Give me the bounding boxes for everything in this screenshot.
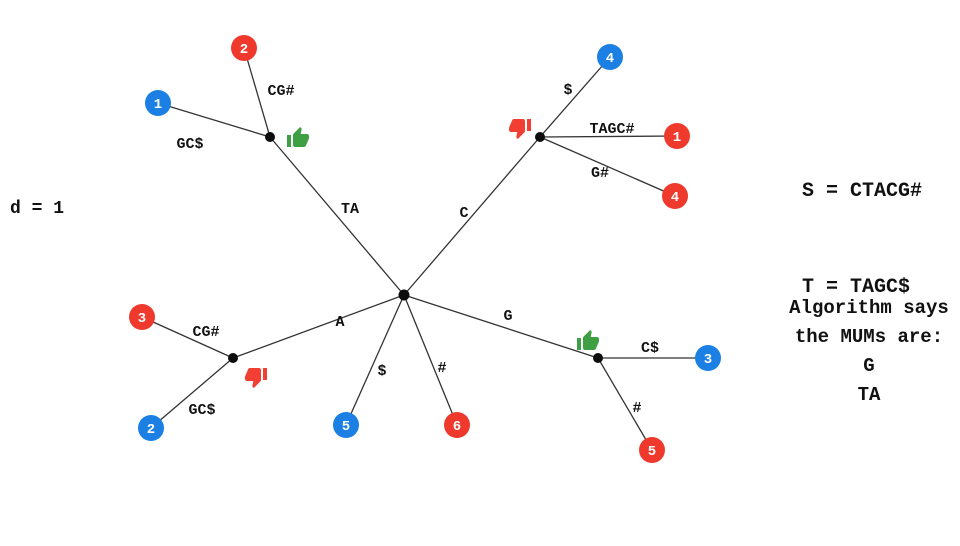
thumbs-up-icon: [287, 127, 309, 147]
edge-label: G: [503, 308, 512, 325]
edge-label: C$: [641, 340, 659, 357]
leaf-node-red-4: [662, 183, 688, 209]
leaf-node-blue-3: [695, 345, 721, 371]
thumbs-down-glyph: [245, 368, 267, 388]
thumbs-down-glyph: [509, 119, 531, 139]
tree-edge: [269, 136, 405, 296]
edge-label: GC$: [176, 136, 203, 153]
edge-label: CG#: [267, 83, 294, 100]
edge-label: C: [459, 205, 468, 222]
edge-label: GC$: [188, 402, 215, 419]
mum-value-2: TA: [857, 384, 881, 406]
tree-edge: [597, 357, 653, 451]
thumbs-down-icon: [245, 368, 267, 388]
edge-label: TA: [341, 201, 359, 218]
tree-edge: [539, 136, 676, 197]
leaf-node-blue-4: [597, 44, 623, 70]
leaf-number: 4: [606, 51, 614, 67]
thumbs-up-glyph: [577, 330, 599, 350]
edge-label: CG#: [192, 324, 219, 341]
distance-parameter-label: d = 1: [10, 199, 65, 219]
tree-edge: [345, 294, 405, 426]
leaf-number: 1: [673, 130, 681, 146]
mum-value-1: G: [863, 355, 875, 377]
mums-are-line: the MUMs are:: [794, 326, 944, 348]
leaf-number: 5: [648, 444, 656, 460]
leaf-number: 2: [147, 422, 155, 438]
internal-node: [593, 353, 603, 363]
leaf-node-red-3: [129, 304, 155, 330]
internal-node: [228, 353, 238, 363]
edge-label: G#: [591, 165, 609, 182]
leaf-number: 3: [138, 311, 146, 327]
leaf-node-blue-5: [333, 412, 359, 438]
leaf-node-red-6: [444, 412, 470, 438]
leaf-number: 5: [342, 419, 350, 435]
tree-edge: [141, 316, 234, 359]
root-node: [398, 289, 410, 301]
leaf-number: 3: [704, 352, 712, 368]
leaf-node-red-5: [639, 437, 665, 463]
algorithm-says-line: Algorithm says: [789, 297, 949, 319]
input-strings-panel: S = CTACG# T = TAGC$: [802, 112, 922, 368]
leaf-number: 1: [154, 97, 162, 113]
leaf-number: 2: [240, 42, 248, 58]
thumbs-up-icon: [577, 330, 599, 350]
tree-edge: [403, 136, 541, 296]
edge-label: A: [335, 314, 344, 331]
thumbs-up-glyph: [287, 127, 309, 147]
leaf-number: 6: [453, 419, 461, 435]
internal-node: [535, 132, 545, 142]
internal-node: [265, 132, 275, 142]
tree-edge: [539, 135, 678, 138]
tree-edge: [539, 56, 611, 138]
leaf-node-red-1: [664, 123, 690, 149]
algorithm-result-panel: Algorithm says the MUMs are: G TA: [766, 294, 960, 410]
tree-edge: [403, 294, 458, 426]
tree-edge: [232, 294, 405, 359]
edge-label: #: [632, 400, 641, 417]
edge-label: TAGC#: [589, 121, 634, 138]
string-s-label: S = CTACG#: [802, 180, 923, 203]
thumbs-down-icon: [509, 119, 531, 139]
tree-edge: [150, 357, 234, 429]
edge-label: $: [377, 363, 386, 380]
edge-label: #: [437, 360, 446, 377]
string-t-label: T = TAGC$: [802, 276, 911, 299]
leaf-number: 4: [671, 190, 679, 206]
tree-edge: [157, 102, 271, 138]
edge-label: $: [563, 82, 572, 99]
leaf-node-blue-1: [145, 90, 171, 116]
leaf-node-blue-2: [138, 415, 164, 441]
leaf-node-red-2: [231, 35, 257, 61]
tree-edge: [243, 47, 271, 138]
tree-edge: [403, 294, 599, 359]
